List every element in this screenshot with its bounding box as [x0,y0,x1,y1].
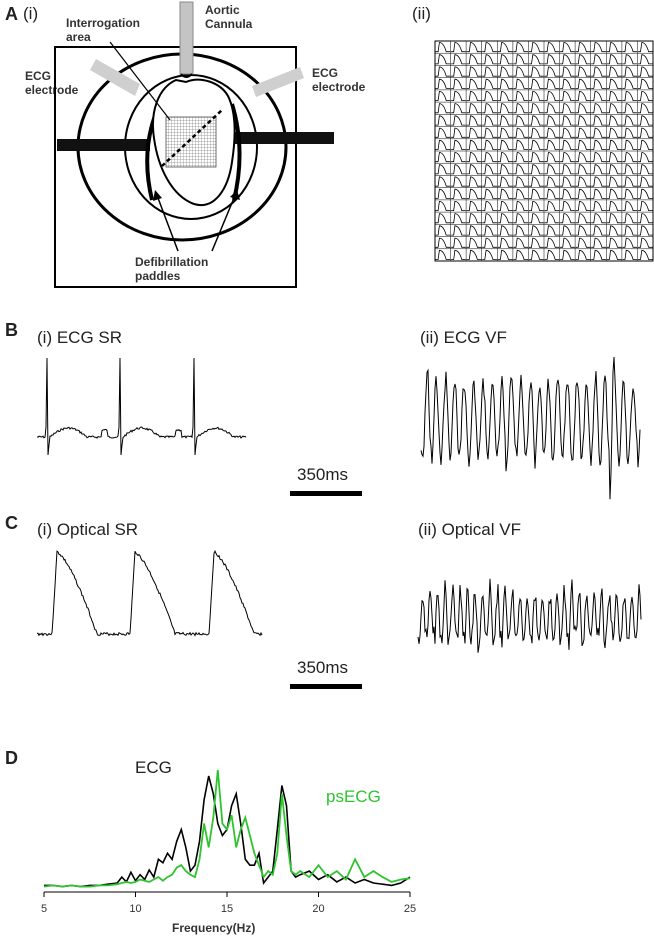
interrogation-pointer [109,41,171,121]
x-axis-ticks [43,892,411,897]
paddle-arc-right [230,103,242,201]
ecg-sr-title: (i) ECG SR [37,328,122,347]
grid-action-potential-traces [435,42,653,260]
defib-line1: Defibrillation [135,255,209,269]
paddle-bar-left [57,139,150,151]
x-tick-label: 25 [403,903,417,915]
panel-c-letter: C [5,513,18,533]
optical-vf-trace [417,578,642,653]
scale-bar-b [290,491,362,496]
panel-d-letter: D [5,748,18,768]
chamber-square [54,46,297,288]
ecg-electrode-right-bar [252,67,304,97]
aortic-cannula-tube [179,1,194,75]
paddle-bar-right [230,132,334,144]
legend-psecg: psECG [326,787,381,806]
ecg-electrode-left-bar [90,59,140,96]
interrogation-label: Interrogation area [66,16,140,44]
ecg-right-line1: ECG [312,66,339,80]
ecg-electrode-left-label: ECG electrode [25,69,78,97]
septum-dashed-line [161,109,223,167]
optical-vf-title: (ii) Optical VF [418,520,521,539]
series-line-psecg [43,769,411,888]
interrogation-area-grid [165,116,217,168]
action-potential-grid [434,40,654,262]
aortic-label-line1: Aortic [205,3,240,17]
frequency-spectrum-chart [43,769,411,897]
legend-ecg: ECG [135,758,172,777]
panel-b-letter: B [5,320,18,340]
aortic-cannula-label: Aortic Cannula [205,3,252,31]
scale-label-c: 350ms [297,658,349,677]
interrogation-label-line2: area [66,30,91,44]
heart-apparatus-diagram [54,1,334,288]
defib-arrowhead-right [230,190,240,200]
aortic-root [180,73,193,78]
defib-arrowhead-left [153,190,162,201]
scale-label-b: 350ms [297,465,349,484]
optical-sr-trace [36,549,263,637]
x-tick-label: 15 [220,903,234,915]
panel-a-letter: A [5,4,18,24]
scale-bar-c [290,684,362,689]
interrogation-label-line1: Interrogation [66,16,140,30]
ecg-sr-trace [36,357,247,456]
ecg-right-line2: electrode [312,80,366,94]
aortic-label-line2: Cannula [205,17,253,31]
x-tick-label: 10 [129,903,142,915]
defib-arrow-left [157,197,179,252]
defib-arrow-right [211,197,235,252]
panel-a-ii-label: (ii) [412,4,431,23]
defibrillation-paddles-label: Defibrillation paddles [135,255,208,283]
ecg-electrode-right-label: ECG electrode [312,66,365,94]
ecg-left-line1: ECG [25,69,52,83]
ecg-vf-title: (ii) ECG VF [420,328,507,347]
defib-line2: paddles [135,269,181,283]
ecg-vf-trace [420,356,641,500]
ecg-left-line2: electrode [25,83,79,97]
x-tick-label: 5 [40,903,48,915]
x-tick-label: 20 [312,903,325,915]
grid-lines [435,41,653,261]
x-axis-label: Frequency(Hz) [172,921,256,935]
optical-sr-title: (i) Optical SR [37,520,139,539]
panel-a-i-label: (i) [23,4,39,23]
